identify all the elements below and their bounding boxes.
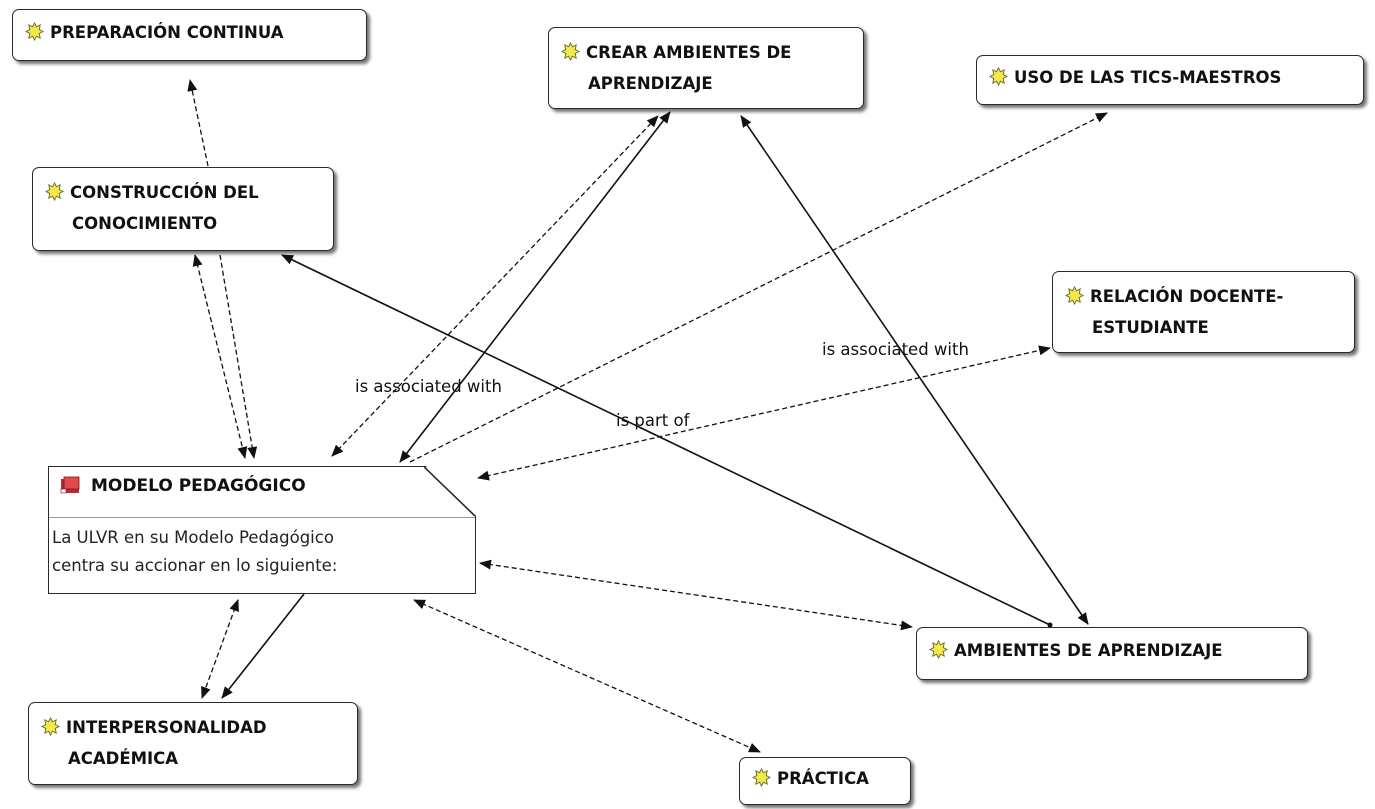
code-node-icon	[41, 717, 60, 736]
code-node-icon	[752, 768, 771, 787]
edge-modelo-tics	[409, 112, 1108, 463]
node-crear-ambientes[interactable]: CREAR AMBIENTES DE APRENDIZAJE	[548, 27, 864, 109]
node-label-line2: APRENDIZAJE	[588, 74, 713, 93]
node-label: USO DE LAS TICS-MAESTROS	[1014, 68, 1282, 87]
node-label-line1: INTERPERSONALIDAD	[66, 718, 267, 737]
code-node-icon	[1065, 286, 1084, 305]
document-body: La ULVR en su Modelo Pedagógico centra s…	[52, 524, 337, 580]
node-label-line2: ESTUDIANTE	[1092, 318, 1209, 337]
edge-construccion-preparacion	[187, 79, 209, 167]
code-node-icon	[25, 22, 44, 41]
edge-modelo-relacion	[477, 345, 1051, 481]
edge-label-associated-1: is associated with	[355, 377, 502, 396]
node-construccion-conocimiento[interactable]: CONSTRUCCIÓN DEL CONOCIMIENTO	[32, 167, 334, 251]
edge-modelo-interpersonalidad-solid	[221, 593, 305, 699]
document-line-2: centra su accionar en lo siguiente:	[52, 556, 338, 575]
node-label: PREPARACIÓN CONTINUA	[50, 23, 284, 42]
code-node-icon	[561, 42, 580, 61]
edge-crear-ambientes	[740, 115, 1089, 625]
document-line-1: La ULVR en su Modelo Pedagógico	[52, 528, 334, 547]
node-label-line1: CREAR AMBIENTES DE	[586, 43, 792, 62]
node-preparacion-continua[interactable]: PREPARACIÓN CONTINUA	[12, 9, 367, 61]
edge-label-associated-2: is associated with	[822, 340, 969, 359]
edge-construccion-modelo-b	[219, 254, 258, 459]
node-label-line1: RELACIÓN DOCENTE-	[1090, 287, 1284, 306]
edge-modelo-ambientes	[479, 559, 913, 631]
node-ambientes-aprendizaje[interactable]: AMBIENTES DE APRENDIZAJE	[916, 627, 1308, 680]
node-uso-tics[interactable]: USO DE LAS TICS-MAESTROS	[976, 55, 1364, 105]
document-title-text: MODELO PEDAGÓGICO	[91, 476, 306, 496]
node-label-line2: CONOCIMIENTO	[72, 214, 218, 233]
document-divider	[49, 517, 475, 518]
edge-modelo-crear-dashed	[331, 115, 659, 457]
node-label-line1: CONSTRUCCIÓN DEL	[70, 183, 259, 202]
edge-label-part-of: is part of	[616, 411, 690, 430]
document-book-icon	[59, 476, 81, 494]
node-label-line2: ACADÉMICA	[68, 749, 179, 768]
edge-modelo-practica	[413, 599, 761, 753]
node-label: PRÁCTICA	[777, 769, 869, 788]
code-node-icon	[45, 182, 64, 201]
node-relacion-docente[interactable]: RELACIÓN DOCENTE- ESTUDIANTE	[1052, 271, 1355, 353]
edge-modelo-interpersonalidad-dashed	[201, 599, 239, 699]
document-node-modelo-pedagogico[interactable]: MODELO PEDAGÓGICO La ULVR en su Modelo P…	[48, 466, 476, 594]
edge-construccion-modelo-a	[192, 254, 248, 459]
node-practica[interactable]: PRÁCTICA	[739, 757, 911, 805]
edge-modelo-crear-solid	[399, 111, 671, 463]
document-folded-corner	[424, 466, 476, 517]
node-interpersonalidad-academica[interactable]: INTERPERSONALIDAD ACADÉMICA	[28, 702, 358, 785]
document-title: MODELO PEDAGÓGICO	[59, 476, 306, 496]
code-node-icon	[989, 67, 1008, 86]
node-label: AMBIENTES DE APRENDIZAJE	[954, 641, 1223, 660]
code-node-icon	[929, 640, 948, 659]
